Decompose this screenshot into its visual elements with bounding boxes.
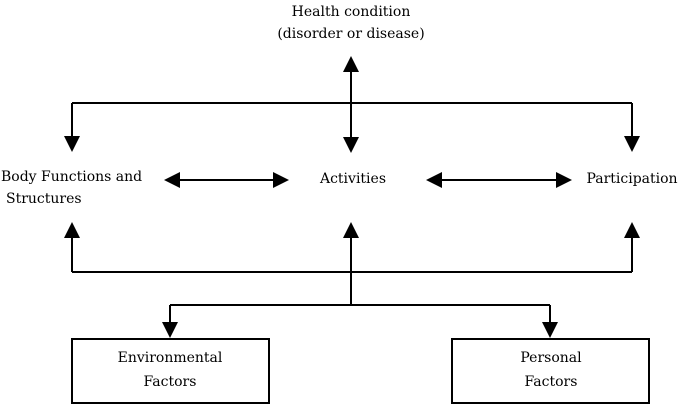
personal-factors-label-line1: Personal (520, 350, 582, 366)
activities-node: Activities (319, 171, 386, 187)
arrow-up-to-body-functions (64, 222, 80, 238)
health-condition-subtitle: (disorder or disease) (277, 26, 424, 42)
arrow-down-to-body-functions (64, 136, 80, 152)
body-functions-label-line2: Structures (6, 191, 82, 207)
arrow-down-to-participation (624, 136, 640, 152)
health-condition-node: Health condition (disorder or disease) (277, 4, 424, 42)
environmental-factors-label-line1: Environmental (118, 350, 223, 366)
arrow-left-to-activities (426, 172, 442, 188)
top-connectors (64, 56, 640, 153)
arrow-down-to-environmental-factors (162, 322, 178, 338)
environmental-factors-node: Environmental Factors (71, 338, 270, 404)
arrow-up-to-participation (624, 222, 640, 238)
bottom-connectors (64, 222, 640, 338)
arrow-up-to-activities (343, 222, 359, 238)
personal-factors-box (451, 338, 650, 404)
arrow-up-to-health-condition (343, 56, 359, 72)
middle-connectors (164, 172, 572, 188)
health-condition-title: Health condition (292, 4, 411, 20)
arrow-left-to-body-functions (164, 172, 180, 188)
participation-label: Participation (586, 171, 677, 187)
participation-node: Participation (586, 171, 677, 187)
body-functions-node: Body Functions and Structures (1, 169, 142, 207)
arrow-right-to-activities (273, 172, 289, 188)
body-functions-label-line1: Body Functions and (1, 169, 142, 185)
arrow-down-to-activities (343, 137, 359, 153)
environmental-factors-label-line2: Factors (144, 374, 197, 390)
personal-factors-node: Personal Factors (451, 338, 650, 404)
activities-label: Activities (319, 171, 386, 187)
environmental-factors-box (71, 338, 270, 404)
personal-factors-label-line2: Factors (525, 374, 578, 390)
arrow-down-to-personal-factors (542, 322, 558, 338)
arrow-right-to-participation (556, 172, 572, 188)
